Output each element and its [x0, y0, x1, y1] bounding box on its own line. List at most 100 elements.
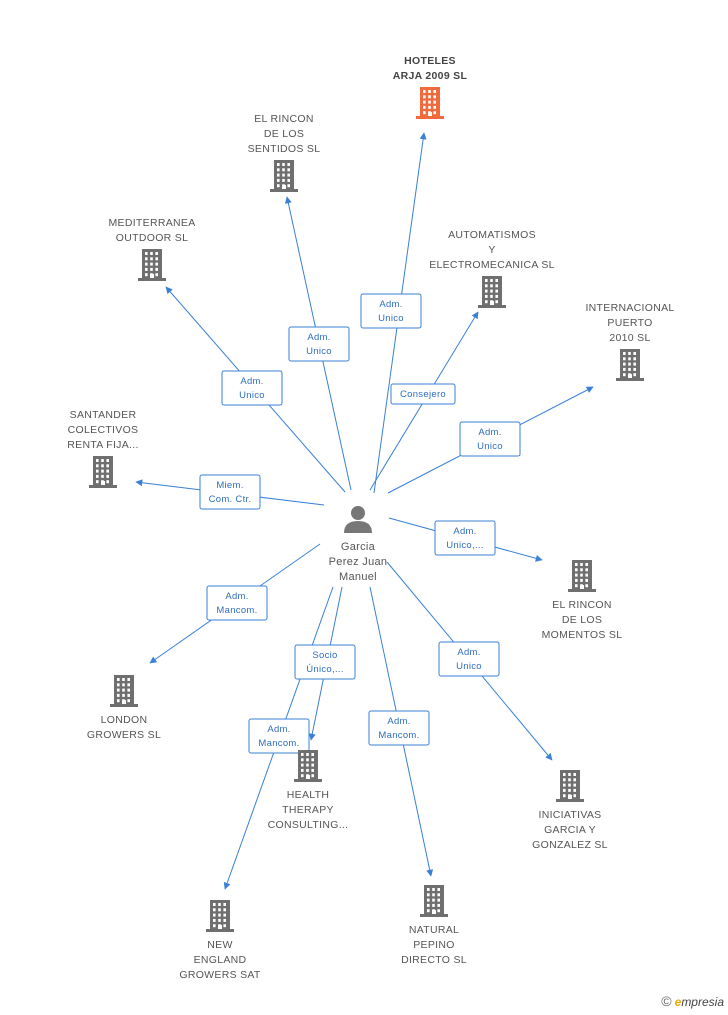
company-name-line: OUTDOOR SL: [116, 232, 188, 244]
edge-label-box: [221, 370, 283, 406]
company-name-line: PEPINO: [413, 939, 454, 951]
building-icon[interactable]: [478, 276, 506, 308]
edge-label-text: Único,...: [306, 664, 344, 675]
company-name-line: DIRECTO SL: [401, 954, 467, 966]
person-icon: [344, 506, 372, 533]
company-name-line: RENTA FIJA...: [67, 439, 138, 451]
company-name-line: ENGLAND: [194, 954, 247, 966]
building-icon[interactable]: [294, 750, 322, 782]
person-name-line: Perez Juan: [329, 556, 388, 568]
edge-label-box: [360, 293, 422, 329]
company-name-line: DE LOS: [562, 614, 602, 626]
building-icon[interactable]: [420, 885, 448, 917]
person-name-line: Garcia: [341, 541, 376, 553]
edge-label-text: Unico: [306, 346, 332, 357]
edge-label-natural[interactable]: Adm.Mancom.: [368, 710, 430, 746]
edge-label-text: Adm.: [307, 332, 330, 343]
edge-label-text: Mancom.: [216, 605, 257, 616]
company-name-line: MOMENTOS SL: [542, 629, 623, 641]
edge-label-automatismos[interactable]: Consejero: [390, 383, 456, 405]
edge-label-health[interactable]: SocioÚnico,...: [294, 644, 356, 680]
building-icon[interactable]: [110, 675, 138, 707]
company-name-line: GROWERS SL: [87, 729, 161, 741]
edge-label-text: Consejero: [400, 389, 446, 400]
company-name-line: GROWERS SAT: [179, 969, 261, 981]
edge-label-text: Adm.: [240, 376, 263, 387]
edge-label-text: Adm.: [387, 716, 410, 727]
edge-label-box: [294, 644, 356, 680]
company-node-health[interactable]: HEALTHTHERAPYCONSULTING...: [268, 750, 349, 831]
edge-label-box: [199, 474, 261, 510]
edge-label-box: [206, 585, 268, 621]
brand-logo-text: mpresia: [681, 995, 724, 1009]
company-name-line: ARJA 2009 SL: [393, 70, 468, 82]
building-icon[interactable]: [138, 249, 166, 281]
company-name-line: EL RINCON: [254, 113, 314, 125]
edge-label-hoteles[interactable]: Adm. Unico: [360, 293, 422, 329]
company-name-line: HEALTH: [287, 789, 329, 801]
company-name-line: GARCIA Y: [544, 824, 596, 836]
edge-label-box: [248, 718, 310, 754]
edge-label-box: [438, 641, 500, 677]
edge-label-iniciativas[interactable]: Adm.Unico: [438, 641, 500, 677]
edge-label-mediterranea[interactable]: Adm. Unico: [221, 370, 283, 406]
company-name-line: INICIATIVAS: [538, 809, 601, 821]
edge-label-text: Adm.: [453, 526, 476, 537]
company-name-line: SENTIDOS SL: [248, 143, 321, 155]
building-icon[interactable]: [89, 456, 117, 488]
building-icon[interactable]: [556, 770, 584, 802]
edge-label-text: Adm.: [457, 647, 480, 658]
edge-label-text: Adm.: [225, 591, 248, 602]
edge-label-box: [288, 326, 350, 362]
company-name-line: Y: [488, 244, 495, 256]
company-node-hoteles[interactable]: HOTELES ARJA 2009 SL: [393, 55, 468, 119]
company-node-iniciativas[interactable]: INICIATIVAS GARCIA Y GONZALEZ SL: [532, 770, 608, 851]
company-name-line: INTERNACIONAL: [585, 302, 674, 314]
brand-logo-e: e: [674, 995, 682, 1009]
company-name-line: CONSULTING...: [268, 819, 349, 831]
company-node-newengland[interactable]: NEW ENGLAND GROWERS SAT: [179, 900, 261, 981]
company-name-line: AUTOMATISMOS: [448, 229, 536, 241]
edge-label-santander[interactable]: Miem.Com. Ctr.: [199, 474, 261, 510]
company-name-line: HOTELES: [404, 55, 456, 67]
edge-label-text: Adm.: [379, 299, 402, 310]
edge-label-newengland[interactable]: Adm.Mancom.: [248, 718, 310, 754]
edge-label-london[interactable]: Adm. Mancom.: [206, 585, 268, 621]
edge-label-box: [459, 421, 521, 457]
edge-label-rincon-sentidos[interactable]: Adm. Unico: [288, 326, 350, 362]
edge-label-text: Unico: [239, 390, 265, 401]
edge-label-text: Unico: [378, 313, 404, 324]
company-node-natural[interactable]: NATURAL PEPINO DIRECTO SL: [401, 885, 467, 966]
edge-label-text: Adm.: [267, 724, 290, 735]
company-name-line: NATURAL: [409, 924, 459, 936]
person-name-line: Manuel: [339, 571, 377, 583]
edge-label-box: [434, 520, 496, 556]
building-icon[interactable]: [568, 560, 596, 592]
edge-label-text: Adm.: [478, 427, 501, 438]
edge-label-text: Unico: [477, 441, 503, 452]
company-name-line: GONZALEZ SL: [532, 839, 608, 851]
building-icon[interactable]: [616, 349, 644, 381]
edge-label-rincon-momentos[interactable]: Adm.Unico,...: [434, 520, 496, 556]
edge-label-box: [368, 710, 430, 746]
company-name-line: NEW: [207, 939, 232, 951]
building-icon[interactable]: [270, 160, 298, 192]
building-icon-highlight[interactable]: [416, 87, 444, 119]
company-node-mediterranea[interactable]: MEDITERRANEA OUTDOOR SL: [108, 217, 195, 281]
footer-brand[interactable]: ©empresia: [661, 993, 724, 1009]
company-name-line: MEDITERRANEA: [108, 217, 195, 229]
edge-label-box: [390, 383, 456, 405]
company-name-line: PUERTO: [607, 317, 652, 329]
building-icon[interactable]: [206, 900, 234, 932]
company-name-line: SANTANDER: [70, 409, 137, 421]
edge-label-internacional[interactable]: Adm. Unico: [459, 421, 521, 457]
